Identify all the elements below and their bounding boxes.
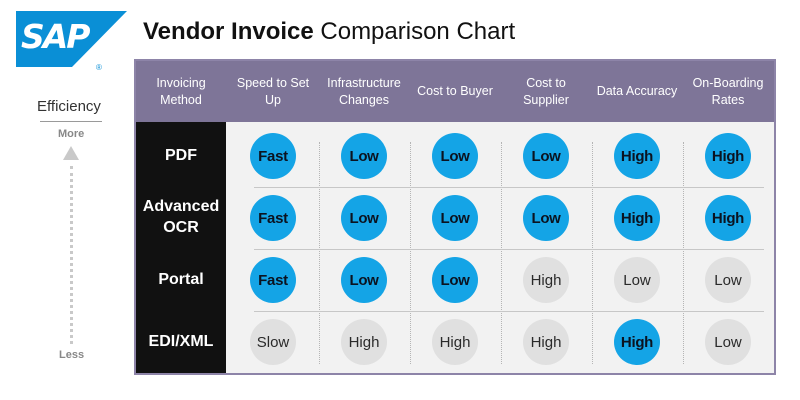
efficiency-more-label: More [58,128,85,140]
efficiency-divider [40,121,102,122]
page-title-light: Comparison Chart [313,18,516,45]
comparison-table: Invoicing Method Speed to Set Up Infrastru… [134,59,776,375]
rating-badge: High [614,133,660,179]
rating-badge: High [432,319,478,365]
rating-badge: Low [523,195,569,241]
row-separator [254,311,764,312]
column-separator [500,142,502,364]
column-separator [682,142,684,364]
rating-badge: High [523,319,569,365]
column-header: Cost to Supplier [523,75,569,107]
rating-badge: Fast [250,257,296,303]
column-separator [409,142,411,364]
registered-mark: ® [96,63,102,72]
rating-badge: Low [341,195,387,241]
rating-badge: High [614,319,660,365]
rating-badge: Low [432,133,478,179]
row-separator [254,187,764,188]
rating-badge: High [341,319,387,365]
rating-badge: Low [614,257,660,303]
column-header: Speed to Set Up [236,75,310,107]
rating-badge: High [705,195,751,241]
rating-badge: Low [432,195,478,241]
table-header: Invoicing Method Speed to Set Up Infrastru… [136,61,774,122]
row-label: PDF [165,146,197,164]
page-title-bold: Vendor Invoice [143,18,314,45]
sap-logo-shape [16,11,127,67]
rating-badge: High [705,133,751,179]
column-separator [318,142,320,364]
row-separator [254,249,764,250]
rating-badge: Low [705,257,751,303]
efficiency-less-label: Less [59,349,85,361]
sap-logo: SAP ® [16,11,127,72]
rating-badge: Low [705,319,751,365]
rating-badge: Fast [250,133,296,179]
row-label: Portal [158,270,204,288]
rating-badge: Slow [250,319,296,365]
column-header: On-Boarding Rates [692,75,764,107]
arrow-up-icon [63,146,79,160]
column-separator [591,142,593,364]
rating-badge: Low [341,257,387,303]
rating-badge: Low [341,133,387,179]
rating-badge: Low [432,257,478,303]
column-header: Cost to Buyer [417,84,493,99]
rating-badge: High [614,195,660,241]
sap-logo-text: SAP [21,17,90,56]
rating-badge: Low [523,133,569,179]
efficiency-label: Efficiency [37,98,101,115]
column-header: Infrastructure Changes [327,75,401,107]
rating-badge: High [523,257,569,303]
column-header: Data Accuracy [596,84,678,99]
page-title: Vendor Invoice Comparison Chart [143,18,515,46]
efficiency-dotted-line [70,166,73,344]
row-label: EDI/XML [148,332,214,350]
column-header: Invoicing Method [156,75,206,107]
rating-badge: Fast [250,195,296,241]
